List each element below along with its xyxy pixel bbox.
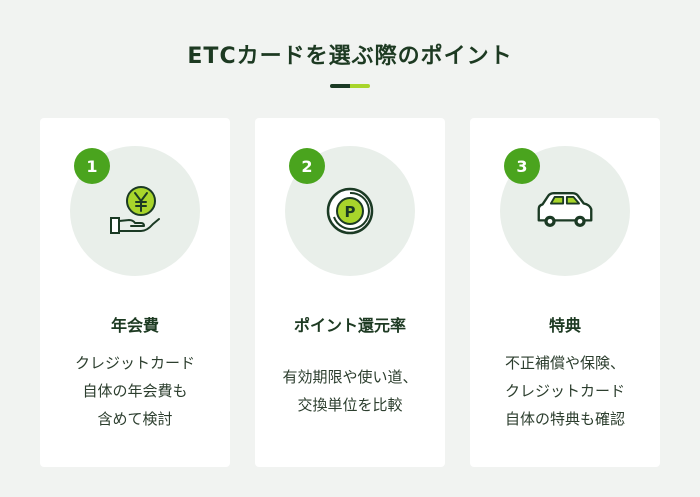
desc-line: 交換単位を比較 — [297, 396, 403, 414]
car-icon — [535, 181, 595, 241]
card-title: ポイント還元率 — [293, 316, 406, 335]
underline-light — [350, 84, 370, 88]
card-point-rate: 2 P ポイント還元率 有効期限や使い道、 交換単位を比較 — [255, 118, 445, 467]
desc-line: クレジットカード — [504, 382, 625, 400]
yen-coin-hand-icon — [105, 181, 165, 241]
card-description: 有効期限や使い道、 交換単位を比較 — [255, 363, 445, 419]
desc-line: 有効期限や使い道、 — [282, 368, 418, 386]
card-title: 特典 — [548, 316, 581, 335]
number-badge: 1 — [74, 148, 110, 184]
points-coin-icon: P — [320, 181, 380, 241]
card-title: 年会費 — [110, 316, 159, 335]
number-badge: 2 — [289, 148, 325, 184]
number-badge: 3 — [504, 148, 540, 184]
desc-line: 含めて検討 — [97, 410, 173, 428]
title-underline — [330, 84, 370, 88]
card-description: クレジットカード 自体の年会費も 含めて検討 — [40, 349, 230, 433]
card-benefits: 3 特典 不正補償や保険、 クレジットカード 自体の特典も確認 — [470, 118, 660, 467]
desc-line: 自体の年会費も — [82, 382, 188, 400]
desc-line: 自体の特典も確認 — [504, 410, 625, 428]
desc-line: クレジットカード — [74, 354, 195, 372]
svg-text:P: P — [345, 203, 356, 221]
underline-dark — [330, 84, 350, 88]
card-annual-fee: 1 年会費 クレジットカード 自体の年会費も 含めて検討 — [40, 118, 230, 467]
desc-line: 不正補償や保険、 — [504, 354, 625, 372]
card-description: 不正補償や保険、 クレジットカード 自体の特典も確認 — [470, 349, 660, 433]
page-title: ETCカードを選ぶ際のポイント — [187, 44, 513, 69]
